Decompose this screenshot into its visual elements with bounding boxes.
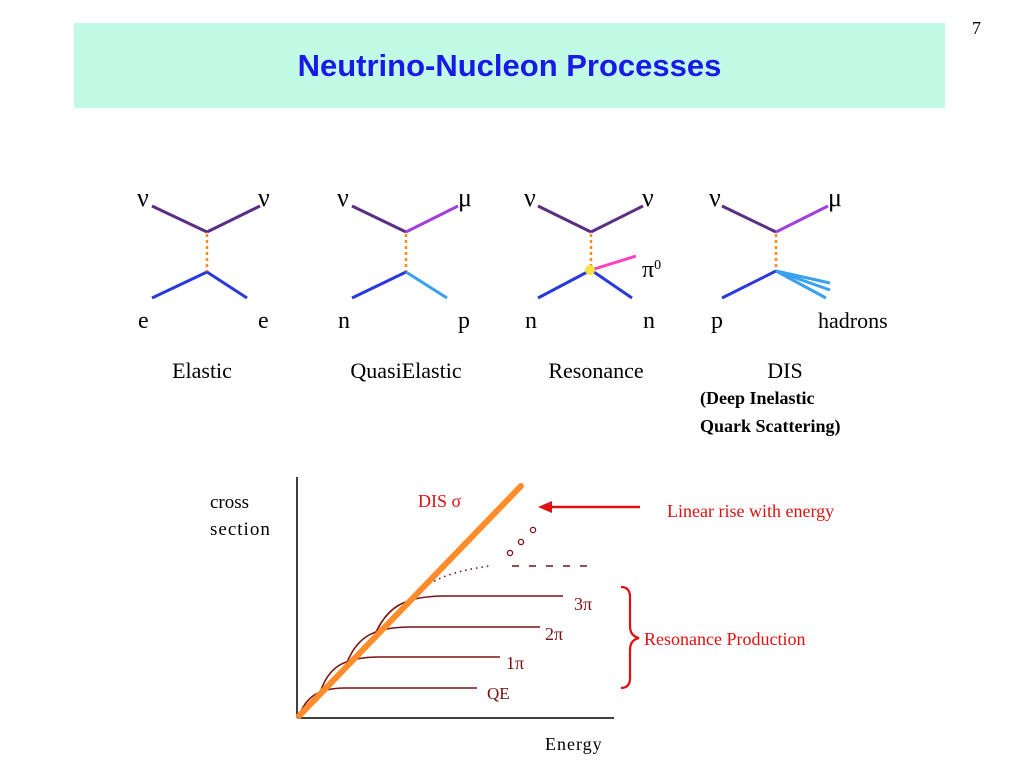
trend-dot bbox=[506, 549, 514, 557]
1pi-label: 1π bbox=[506, 653, 524, 673]
electron-in-line bbox=[151, 270, 208, 300]
page-number: 7 bbox=[972, 18, 981, 38]
process-name-quasielastic: QuasiElastic bbox=[350, 358, 461, 383]
2pi-label: 2π bbox=[545, 624, 563, 644]
particle-label: hadrons bbox=[818, 308, 888, 333]
neutron-in-line bbox=[537, 268, 592, 300]
particle-label: e bbox=[258, 308, 269, 334]
pion-superscript: 0 bbox=[654, 258, 661, 273]
neutrino-in-line bbox=[351, 204, 407, 234]
particle-label: ν bbox=[258, 183, 270, 212]
neutrino-out-line bbox=[206, 204, 261, 234]
muon-out-line bbox=[405, 204, 459, 234]
particle-label: n bbox=[338, 308, 350, 334]
1pi-curve bbox=[319, 656, 500, 694]
title-banner: Neutrino-Nucleon Processes bbox=[74, 23, 945, 108]
neutrino-in-line bbox=[721, 204, 777, 234]
particle-label: p bbox=[458, 308, 470, 334]
cross-section-plot: cross section Energy QE 1π 2π 3π DIS σ L… bbox=[210, 477, 834, 754]
3pi-curve bbox=[373, 595, 563, 638]
particle-label: μ bbox=[458, 183, 472, 212]
particle-label: ν bbox=[524, 183, 536, 212]
particle-label: ν bbox=[137, 183, 149, 212]
muon-out-line bbox=[775, 204, 829, 234]
2pi-curve bbox=[344, 626, 540, 669]
page-title: Neutrino-Nucleon Processes bbox=[297, 47, 722, 83]
particle-label: ν bbox=[337, 183, 349, 212]
process-name-dis: DIS bbox=[767, 358, 802, 383]
feynman-diagram-resonance: ν ν π0 n n Resonance bbox=[524, 183, 661, 383]
resonance-brace bbox=[620, 585, 640, 690]
process-name-resonance: Resonance bbox=[548, 358, 643, 383]
pion-symbol: π bbox=[642, 257, 654, 283]
particle-label: ν bbox=[709, 183, 721, 212]
particle-label: e bbox=[138, 308, 149, 334]
y-axis-label-line2: section bbox=[210, 519, 271, 540]
dis-note-line2: Quark Scattering) bbox=[700, 416, 840, 437]
particle-label: n bbox=[525, 308, 537, 334]
resonance-vertex bbox=[585, 265, 595, 275]
particle-label: ν bbox=[642, 183, 654, 212]
particle-label: μ bbox=[828, 183, 842, 212]
dis-sigma-label: DIS σ bbox=[418, 491, 462, 511]
particle-label: π0 bbox=[642, 257, 661, 283]
electron-out-line bbox=[206, 270, 248, 300]
proton-out-line bbox=[405, 270, 448, 300]
proton-in-line bbox=[721, 269, 777, 300]
hadron-jet-line bbox=[775, 269, 827, 300]
feynman-diagram-elastic: ν ν e e Elastic bbox=[137, 183, 270, 383]
particle-label: p bbox=[711, 308, 723, 334]
linear-rise-note: Linear rise with energy bbox=[667, 501, 834, 521]
x-axis-label: Energy bbox=[545, 734, 603, 754]
neutrino-out-line bbox=[590, 204, 644, 234]
arrow-head-icon bbox=[538, 501, 552, 513]
neutrino-in-line bbox=[537, 204, 592, 234]
feynman-diagram-quasielastic: ν μ n p QuasiElastic bbox=[337, 183, 472, 383]
process-name-elastic: Elastic bbox=[172, 358, 232, 383]
feynman-diagram-dis: ν μ p hadrons DIS (Deep Inelastic Quark … bbox=[700, 183, 888, 437]
dis-note-line1: (Deep Inelastic bbox=[700, 388, 814, 409]
qe-label: QE bbox=[487, 684, 510, 703]
y-axis-label-line1: cross bbox=[210, 492, 249, 513]
neutron-in-line bbox=[351, 270, 407, 300]
pion-out-line bbox=[590, 254, 637, 272]
higher-resonance-curve bbox=[404, 565, 491, 607]
particle-label: n bbox=[643, 308, 655, 334]
dis-cross-section-line bbox=[296, 483, 524, 719]
trend-dot bbox=[529, 526, 537, 534]
resonance-production-note: Resonance Production bbox=[644, 629, 805, 649]
trend-dot bbox=[517, 538, 525, 546]
neutron-out-line bbox=[590, 268, 633, 300]
neutrino-in-line bbox=[151, 204, 208, 234]
3pi-label: 3π bbox=[574, 594, 592, 614]
